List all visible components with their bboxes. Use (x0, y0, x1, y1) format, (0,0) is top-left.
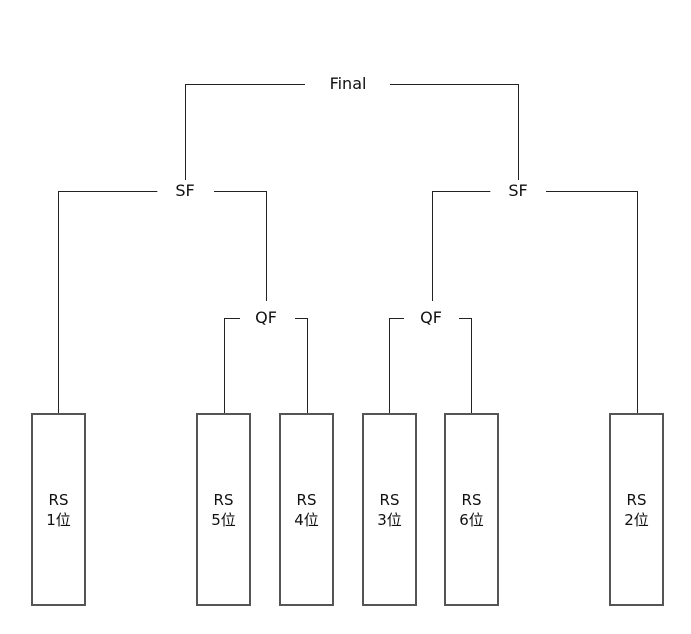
qf-right-connector-right (459, 318, 472, 413)
seed-label-line1: RS (296, 490, 317, 509)
qf-left-connector-left (224, 318, 240, 413)
seed-box-4: RS 4位 (279, 413, 334, 606)
qf-left-connector-right (295, 318, 308, 413)
seed-box-2: RS 2位 (609, 413, 664, 606)
sf-right-connector-right (546, 191, 638, 413)
seed-label-line1: RS (48, 490, 69, 509)
seed-label-line2: 4位 (294, 510, 319, 529)
sf-right-label: SF (490, 181, 546, 201)
seed-box-6: RS 6位 (444, 413, 499, 606)
sf-left-connector-left (58, 191, 158, 413)
seed-label-line2: 6位 (459, 510, 484, 529)
sf-left-connector-right (214, 191, 267, 301)
qf-right-label: QF (406, 308, 456, 328)
sf-left-label: SF (157, 181, 213, 201)
sf-right-connector-left (432, 191, 491, 301)
seed-label-line2: 1位 (46, 510, 71, 529)
final-label: Final (311, 74, 385, 94)
qf-left-label: QF (241, 308, 291, 328)
seed-label-line2: 2位 (624, 510, 649, 529)
seed-label-line2: 5位 (211, 510, 236, 529)
seed-label-line1: RS (626, 490, 647, 509)
seed-label-line1: RS (461, 490, 482, 509)
final-connector-left (185, 84, 305, 180)
seed-label-line1: RS (379, 490, 400, 509)
seed-box-3: RS 3位 (362, 413, 417, 606)
seed-box-5: RS 5位 (196, 413, 251, 606)
final-connector-right (390, 84, 519, 180)
seed-label-line2: 3位 (377, 510, 402, 529)
seed-label-line1: RS (213, 490, 234, 509)
qf-right-connector-left (389, 318, 404, 413)
seed-box-1: RS 1位 (31, 413, 86, 606)
